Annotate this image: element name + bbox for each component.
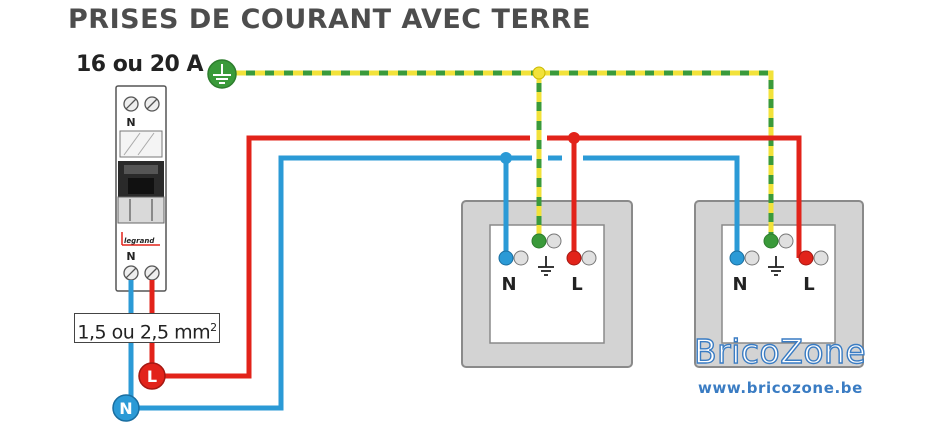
line-marker-label: L [147, 367, 157, 386]
breaker-rating: 16 ou 20 A [76, 52, 204, 77]
line-supply-marker: L [138, 362, 166, 390]
socket-1-terminals: N L [498, 233, 597, 295]
socket-1-neutral-label: N [501, 274, 516, 295]
breaker-top-terminal-label: N [126, 116, 135, 129]
socket-2-line-label: L [803, 274, 814, 295]
socket-2-terminals: N L [729, 233, 829, 295]
earth-terminal [763, 233, 779, 249]
cable-section-unit-sup: 2 [210, 321, 217, 334]
circuit-breaker: N legrand N [115, 85, 167, 292]
socket-1 [461, 200, 633, 368]
neutral-terminal [498, 250, 514, 266]
neutral-wire [128, 155, 740, 411]
earth-terminal [531, 233, 547, 249]
socket-1-line-label: L [571, 274, 582, 295]
watermark-url: www.bricozone.be [698, 379, 863, 397]
breaker-bottom-terminal-label: N [126, 250, 135, 263]
watermark-brand: BricoZone [693, 331, 867, 371]
diagram-title: PRISES DE COURANT AVEC TERRE [68, 4, 591, 35]
line-terminal [566, 250, 582, 266]
earth-source-icon [207, 59, 237, 89]
cable-section-label: 1,5 ou 2,5 mm2 [74, 313, 220, 343]
earth-wire [236, 70, 774, 241]
line-terminal [798, 250, 814, 266]
neutral-marker-label: N [119, 399, 132, 418]
neutral-terminal [729, 250, 745, 266]
line-junction-dot [568, 132, 580, 144]
socket-2-neutral-label: N [732, 274, 747, 295]
earth-symbol-icon [538, 256, 554, 276]
socket-1-face [489, 224, 605, 344]
earth-junction-dot [532, 66, 546, 80]
socket-2-face [721, 224, 836, 344]
breaker-brand: legrand [124, 237, 155, 245]
neutral-supply-marker: N [112, 394, 140, 422]
earth-symbol-icon [768, 256, 784, 276]
line-wire [149, 135, 802, 379]
neutral-junction-dot [500, 152, 512, 164]
cable-section-text: 1,5 ou 2,5 mm [77, 321, 211, 344]
